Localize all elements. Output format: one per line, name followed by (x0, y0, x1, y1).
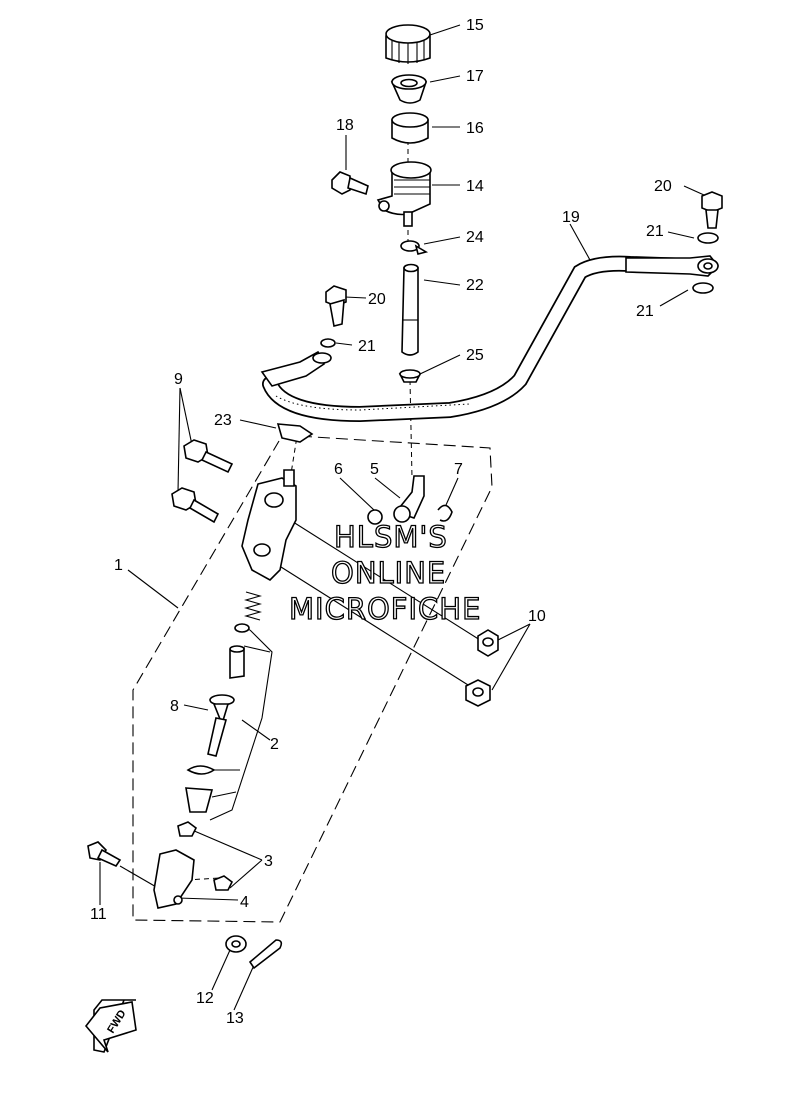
assembly-outline (132, 434, 493, 923)
callout-15: 15 (466, 17, 484, 34)
callout-24: 24 (466, 229, 484, 246)
callout-18: 18 (336, 117, 354, 134)
callout-11: 11 (90, 906, 107, 923)
callout-21-left: 21 (358, 338, 376, 355)
diaphragm (391, 112, 429, 144)
callout-13: 13 (226, 1010, 244, 1027)
callout-8: 8 (170, 698, 179, 715)
cotter-pin (248, 939, 283, 970)
callout-5: 5 (370, 461, 379, 478)
brake-hose (260, 255, 720, 423)
union-bolt-right (701, 191, 723, 229)
watermark: HLSM'S ONLINE MICROFICHE (288, 519, 481, 626)
washer-right-bottom (692, 282, 714, 294)
reservoir-cap (385, 24, 431, 64)
callout-14: 14 (466, 178, 484, 195)
clevis (153, 849, 195, 909)
o-ring (367, 509, 383, 525)
watermark-line-1: HLSM'S (334, 520, 448, 554)
callout-2: 2 (270, 736, 279, 753)
callout-9: 9 (174, 371, 183, 388)
boot (185, 787, 214, 813)
callout-10: 10 (528, 608, 546, 625)
pin-washer-hole (231, 940, 241, 948)
reservoir-hose (401, 263, 419, 356)
callout-6: 6 (334, 461, 343, 478)
washer-left (320, 338, 336, 348)
callout-17: 17 (466, 68, 484, 85)
piston (229, 645, 245, 679)
reservoir-bolt (331, 171, 369, 196)
callout-23: 23 (214, 412, 232, 429)
callout-4: 4 (240, 894, 249, 911)
reservoir-tank (376, 161, 432, 227)
lock-nut-lower (213, 875, 234, 891)
return-spring (243, 591, 263, 621)
mounting-bolt-upper (183, 439, 234, 474)
callout-12: 12 (196, 990, 214, 1007)
callout-labels: 15 17 16 18 14 20 19 24 21 22 20 21 21 2… (90, 17, 672, 1027)
callout-16: 16 (466, 120, 484, 137)
callout-21-right-top: 21 (646, 223, 664, 240)
callout-20-left: 20 (368, 291, 386, 308)
callout-20-right: 20 (654, 178, 672, 195)
clevis-pin (87, 841, 122, 868)
master-cylinder-body (241, 469, 297, 581)
lock-nut-upper (177, 821, 198, 837)
hose-clip (398, 369, 422, 383)
callout-7: 7 (454, 461, 463, 478)
piston-cup (234, 623, 250, 633)
callout-3: 3 (264, 853, 273, 870)
diaphragm-plate (390, 74, 428, 104)
nut-upper (477, 629, 499, 657)
callout-25: 25 (466, 347, 484, 364)
watermark-line-3: MICROFICHE (289, 592, 481, 626)
circlip (437, 504, 453, 522)
push-rod (207, 694, 235, 757)
nut-lower (465, 679, 491, 707)
hose-fitting (393, 475, 425, 523)
circlip-lower (186, 765, 216, 775)
hose-clamp (400, 240, 429, 255)
callout-22: 22 (466, 277, 484, 294)
callout-1: 1 (114, 557, 123, 574)
watermark-line-2: ONLINE (331, 556, 446, 590)
forward-arrow-icon: FWD (84, 999, 137, 1053)
washer-right-top (697, 232, 719, 244)
union-bolt-left (325, 285, 347, 327)
leader-lines (99, 24, 705, 1011)
callout-19: 19 (562, 209, 580, 226)
hose-guide (276, 423, 314, 443)
mounting-bolt-lower (171, 487, 220, 524)
callout-21-right-bottom: 21 (636, 303, 654, 320)
